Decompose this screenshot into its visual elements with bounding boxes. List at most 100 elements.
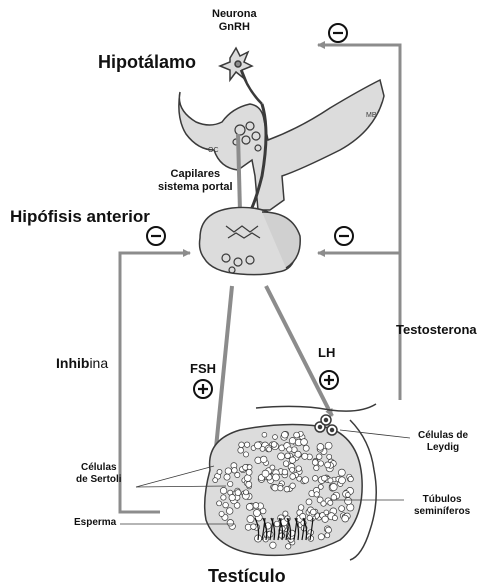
tubule-cell — [318, 461, 323, 466]
tubule-cell — [228, 481, 233, 486]
tubule-cell — [289, 530, 295, 536]
fsh-label: FSH — [190, 362, 216, 377]
tubule-cell — [310, 509, 316, 515]
tubule-cell — [290, 467, 295, 472]
portal-capillaries-label: Capilares sistema portal — [158, 168, 233, 193]
tubule-cell — [278, 486, 283, 491]
pituitary-label-word: Hipófisis — [10, 207, 82, 226]
tubule-cell — [339, 477, 346, 484]
tubule-cell — [286, 544, 291, 549]
tubule-cell — [345, 498, 352, 505]
tubule-cell — [289, 438, 295, 444]
tubule-cell — [290, 483, 296, 489]
tubule-cell — [217, 469, 222, 474]
tubule-cell — [254, 442, 261, 449]
tubule-cell — [235, 490, 241, 496]
tubule-cell — [247, 516, 254, 523]
tubule-cell — [331, 495, 337, 501]
tubule-cell — [327, 454, 332, 459]
tubule-cell — [223, 502, 229, 508]
tubule-cell — [244, 442, 249, 447]
tubule-cell — [328, 478, 333, 483]
tubule-cell — [244, 490, 249, 495]
tubule-cell — [322, 516, 328, 522]
tubule-cell — [246, 469, 252, 475]
tubule-cell — [278, 453, 285, 460]
tubule-cell — [270, 542, 276, 548]
tubule-cell — [243, 452, 248, 457]
tubule-cell — [282, 469, 288, 475]
tubule-cell — [321, 501, 326, 506]
tubule-cell — [325, 442, 332, 449]
tubule-cell — [282, 432, 289, 439]
tubule-cell — [316, 454, 322, 460]
tubule-cell — [325, 533, 330, 538]
inhibin-feedback-line — [120, 253, 190, 512]
tubule-cell — [348, 476, 353, 481]
tubule-cell — [285, 453, 291, 459]
tubule-cell — [312, 476, 318, 482]
inhibin-label: Inhibina — [56, 355, 108, 371]
tubule-cell — [294, 432, 300, 438]
tubule-cell — [221, 495, 226, 500]
tubule-cell — [326, 527, 332, 533]
tubule-cell — [251, 524, 257, 530]
tubule-cell — [314, 465, 319, 470]
tubule-cell — [328, 500, 333, 505]
tubule-cell — [322, 475, 328, 481]
tubule-cell — [302, 477, 309, 484]
inhibin-label-rest: ina — [89, 355, 108, 371]
tubule-cell — [307, 515, 312, 520]
tubule-cell — [247, 465, 252, 470]
tubule-cell — [283, 511, 288, 516]
tubule-cell — [260, 456, 267, 463]
tubule-cell — [298, 505, 304, 511]
tubule-cell — [246, 481, 252, 487]
tubule-cell — [227, 520, 234, 527]
hypothalamus-label: Hipotálamo — [98, 52, 196, 73]
gnrh-label-line1: Neurona — [212, 8, 257, 21]
tubule-cell — [287, 447, 292, 452]
pituitary-label-anterior: anterior — [82, 207, 150, 226]
tubule-cell — [296, 466, 302, 472]
capillaries-label-line2: sistema portal — [158, 181, 233, 194]
tubule-cell — [219, 511, 224, 516]
tubule-cell — [289, 457, 295, 463]
tubule-cell — [229, 494, 235, 500]
oc-text-label: OC — [208, 147, 219, 155]
tubule-cell — [217, 501, 222, 506]
tubule-cell — [295, 451, 301, 457]
tubule-cell — [312, 460, 318, 466]
leydig-cells-label: Células de Leydig — [418, 430, 468, 453]
tubule-cell — [345, 493, 350, 498]
tubule-cell — [325, 462, 331, 468]
tubule-cell — [267, 447, 272, 452]
tubule-cell — [262, 470, 269, 477]
tubule-cell — [283, 461, 289, 467]
tubule-cell — [314, 492, 319, 497]
tubule-cell — [271, 442, 277, 448]
tubule-cell — [246, 504, 253, 511]
gnrh-label-line2: GnRH — [212, 21, 257, 34]
inhibin-label-bold: Inhib — [56, 355, 89, 371]
anterior-pituitary-label: Hipófisis anterior — [10, 207, 150, 227]
tubule-cell — [220, 487, 227, 494]
sperm-label: Esperma — [74, 517, 116, 529]
sertoli-label-line1: Células — [76, 462, 122, 474]
tubule-cell — [274, 521, 280, 527]
tubule-cell — [213, 478, 218, 483]
tubule-cell — [224, 474, 230, 480]
tubule-cell — [317, 444, 324, 451]
testosterone-label: Testosterona — [396, 323, 477, 338]
tubule-cell — [238, 447, 244, 453]
tubule-cell — [225, 468, 231, 474]
tubule-cell — [302, 453, 308, 459]
tubule-cell — [339, 506, 345, 512]
tubules-label-line1: Túbulos — [414, 494, 470, 506]
leydig-label-line1: Células de — [418, 430, 468, 442]
tubule-cell — [253, 503, 259, 509]
tubule-cell — [306, 499, 312, 505]
gnrh-neuron-label: Neurona GnRH — [212, 8, 257, 33]
mb-label: MB — [366, 112, 377, 120]
